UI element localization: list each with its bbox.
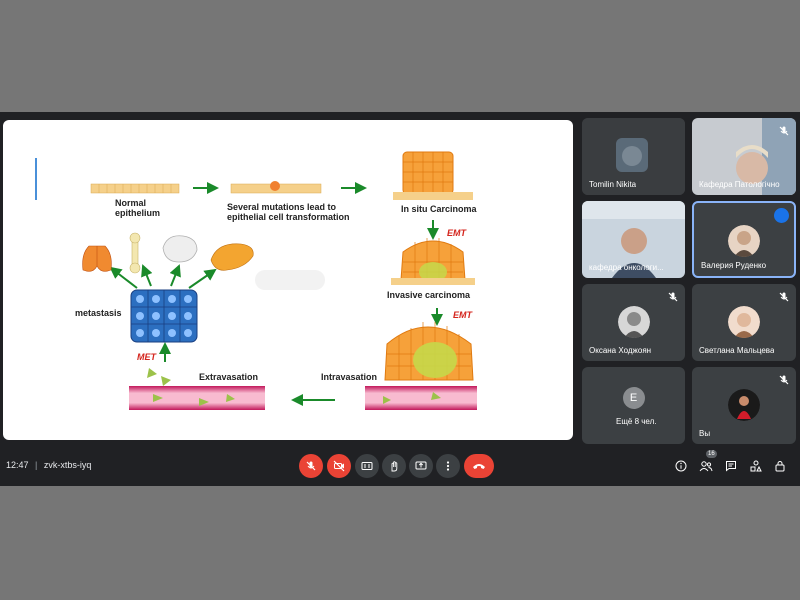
meeting-details-button[interactable]	[673, 458, 689, 474]
lock-person-icon	[775, 461, 785, 472]
avatar	[728, 306, 760, 338]
label-mutations-text: Several mutations lead to epithelial cel…	[227, 202, 350, 222]
captions-icon	[361, 462, 373, 470]
bone-organ	[129, 232, 141, 274]
intravasating-tumor	[384, 322, 474, 381]
label-insitu: In situ Carcinoma	[401, 204, 477, 214]
transformed-epithelium	[230, 181, 322, 194]
mic-off-icon	[667, 290, 679, 302]
label-extravasation: Extravasation	[199, 372, 259, 382]
mic-toggle-button[interactable]	[299, 454, 323, 478]
video-feed	[582, 118, 685, 195]
blood-vessel-right	[365, 386, 477, 410]
avatar	[728, 389, 760, 421]
participant-name: Tomilin Nikita	[589, 180, 637, 189]
speaking-indicator-icon	[774, 208, 789, 223]
meeting-time: 12:47	[6, 460, 29, 470]
brain-organ	[162, 235, 198, 263]
shared-slide: Normal epithelium Several mutations lead…	[3, 120, 573, 440]
participant-name: Светлана Мальцева	[699, 346, 775, 355]
participant-name: кафедра онкологи...	[589, 263, 664, 272]
hang-up-icon	[473, 464, 485, 469]
participant-tile-speaking[interactable]: Валерия Руденко	[692, 201, 796, 278]
participant-name: Ещё 8 чел.	[616, 417, 657, 426]
control-bar: 12:47 | zvk-xtbs-iyq 16	[0, 448, 800, 486]
chat-button[interactable]	[723, 458, 739, 474]
avatar	[617, 306, 650, 338]
mic-off-icon	[778, 290, 790, 302]
avatar	[728, 225, 760, 257]
leave-call-button[interactable]	[464, 454, 494, 478]
participant-tile-self[interactable]: Вы	[692, 367, 796, 444]
participant-name: Оксана Ходжоян	[589, 346, 652, 355]
more-options-button[interactable]	[436, 454, 460, 478]
meeting-code: zvk-xtbs-iyq	[43, 460, 92, 470]
meet-window: Normal epithelium Several mutations lead…	[0, 112, 800, 486]
label-met: MET	[137, 352, 156, 362]
participant-tile[interactable]: Tomilin Nikita	[582, 118, 685, 195]
participant-tile[interactable]: Кафедра Патологічно	[692, 118, 796, 195]
info-icon	[675, 460, 687, 472]
captions-button[interactable]	[355, 454, 379, 478]
shapes-icon	[750, 460, 762, 472]
hand-icon	[391, 461, 398, 472]
avatar-initial: E	[629, 392, 638, 404]
chat-icon	[726, 461, 736, 472]
metastatic-cluster	[130, 289, 198, 343]
participant-tile[interactable]: Оксана Ходжоян	[582, 284, 685, 361]
host-controls-button[interactable]	[772, 458, 788, 474]
video-feed	[582, 201, 685, 278]
insitu-carcinoma	[393, 151, 473, 200]
people-count-badge: 16	[706, 450, 717, 458]
label-emt-2: EMT	[453, 310, 472, 320]
participant-tile[interactable]: кафедра онкологи...	[582, 201, 685, 278]
people-icon	[699, 461, 713, 472]
camera-toggle-button[interactable]	[327, 454, 351, 478]
activities-button[interactable]	[748, 458, 764, 474]
meeting-separator: |	[35, 460, 38, 470]
mic-off-icon	[778, 373, 790, 385]
more-participants-tile[interactable]: E Ещё 8 чел.	[582, 367, 685, 444]
blood-vessel-left	[129, 368, 265, 410]
liver-organ	[210, 243, 254, 271]
label-emt-1: EMT	[447, 228, 466, 238]
meeting-info: 12:47 | zvk-xtbs-iyq	[6, 460, 91, 470]
label-mutations: Several mutations lead to epithelial cel…	[227, 202, 350, 222]
label-metastasis: metastasis	[75, 308, 122, 318]
participant-tile[interactable]: Светлана Мальцева	[692, 284, 796, 361]
label-intravasation: Intravasation	[321, 372, 378, 382]
avatar: E	[622, 387, 645, 409]
label-invasive: Invasive carcinoma	[387, 290, 471, 300]
present-screen-button[interactable]	[409, 454, 433, 478]
present-icon	[415, 461, 427, 470]
participant-name: Вы	[699, 429, 711, 438]
label-normal-text: Normal epithelium	[115, 198, 161, 218]
participant-name: Кафедра Патологічно	[699, 180, 780, 189]
normal-epithelium	[90, 183, 180, 194]
lungs-organ	[82, 245, 112, 272]
video-feed	[692, 118, 796, 195]
label-normal-epithelium: Normal epithelium	[115, 198, 160, 218]
more-vert-icon	[446, 461, 450, 471]
metastasis-diagram	[35, 151, 477, 410]
mic-off-icon	[306, 461, 316, 471]
invasive-carcinoma	[391, 238, 475, 285]
raise-hand-button[interactable]	[382, 454, 406, 478]
mic-off-icon	[778, 124, 790, 136]
people-button[interactable]	[698, 458, 714, 474]
participant-name: Валерия Руденко	[701, 261, 767, 270]
camera-off-icon	[333, 460, 345, 472]
